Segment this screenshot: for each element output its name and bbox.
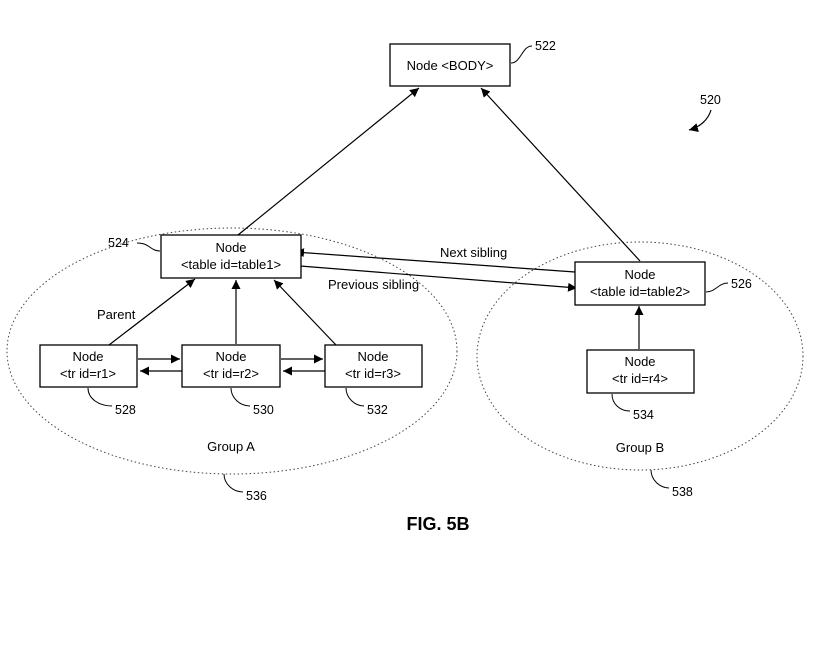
node-r1-tag: <tr id=r1> xyxy=(60,366,116,381)
ref-536: 536 xyxy=(246,489,267,503)
ref-538-leader xyxy=(650,469,670,489)
ref-522-leader xyxy=(510,45,533,64)
ref-520: 520 xyxy=(700,93,721,107)
edge-next-sibling xyxy=(294,248,576,273)
edge-table2-to-body xyxy=(480,87,641,262)
node-r4-title: Node xyxy=(624,354,655,369)
node-r2-title: Node xyxy=(215,349,246,364)
node-table1-title: Node xyxy=(215,240,246,255)
ref-538: 538 xyxy=(672,485,693,499)
node-table2: Node <table id=table2> xyxy=(574,261,706,306)
edge-r3-to-table1 xyxy=(273,279,337,346)
node-r3-tag: <tr id=r3> xyxy=(345,366,401,381)
node-table1: Node <table id=table1> xyxy=(160,234,302,279)
node-r4: Node <tr id=r4> xyxy=(586,349,695,394)
edge-label-next-sibling: Next sibling xyxy=(440,245,507,260)
edge-label-parent: Parent xyxy=(97,307,136,322)
ref-522: 522 xyxy=(535,39,556,53)
node-r2-tag: <tr id=r2> xyxy=(203,366,259,381)
node-r2: Node <tr id=r2> xyxy=(181,344,281,388)
group-b-label: Group B xyxy=(616,440,664,455)
node-r3-title: Node xyxy=(357,349,388,364)
node-table2-title: Node xyxy=(624,267,655,282)
node-r3: Node <tr id=r3> xyxy=(324,344,423,388)
ref-534-leader xyxy=(611,393,631,412)
node-body-label: Node <BODY> xyxy=(407,58,494,73)
ref-528-leader xyxy=(87,387,113,407)
ref-528: 528 xyxy=(115,403,136,417)
ref-532: 532 xyxy=(367,403,388,417)
edge-r1-to-table1 xyxy=(108,278,196,346)
ref-530-leader xyxy=(230,387,251,407)
node-body: Node <BODY> xyxy=(389,43,511,87)
ref-534: 534 xyxy=(633,408,654,422)
ref-526: 526 xyxy=(731,277,752,291)
ref-524-leader xyxy=(136,242,161,252)
ref-530: 530 xyxy=(253,403,274,417)
edge-label-previous-sibling: Previous sibling xyxy=(328,277,419,292)
node-r1-title: Node xyxy=(72,349,103,364)
edge-previous-sibling xyxy=(299,265,578,292)
group-b-ellipse xyxy=(476,241,804,471)
edge-table1-to-body xyxy=(237,87,420,236)
ref-526-leader xyxy=(705,282,729,293)
ref-532-leader xyxy=(345,387,365,407)
figure-label: FIG. 5B xyxy=(406,514,469,534)
group-a-ellipse xyxy=(6,227,458,475)
group-a-label: Group A xyxy=(207,439,255,454)
ref-536-leader xyxy=(223,473,244,493)
node-table2-tag: <table id=table2> xyxy=(590,284,690,299)
node-r1: Node <tr id=r1> xyxy=(39,344,138,388)
ref-520-arrow xyxy=(688,109,712,132)
ref-524: 524 xyxy=(108,236,129,250)
node-table1-tag: <table id=table1> xyxy=(181,257,281,272)
node-r4-tag: <tr id=r4> xyxy=(612,371,668,386)
